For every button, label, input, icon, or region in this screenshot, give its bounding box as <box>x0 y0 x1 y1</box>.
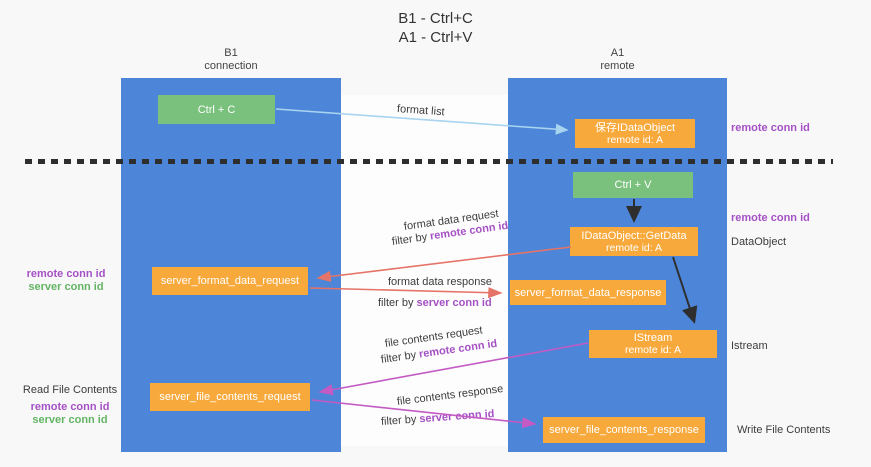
annotation-server-conn-id-left-2: server conn id <box>32 414 108 426</box>
right-column-header: A1 remote <box>508 47 727 73</box>
title-line-1: B1 - Ctrl+C <box>398 10 473 27</box>
node-ctrl-v-label: Ctrl + V <box>614 179 652 191</box>
annotation-read-file-contents: Read File Contents <box>22 384 118 396</box>
node-ctrl-v: Ctrl + V <box>573 172 693 198</box>
node-idataobject-getdata-line1: IDataObject::GetData <box>581 229 687 242</box>
node-istream-line2: remote id: A <box>624 344 682 356</box>
right-column-name: A1 <box>610 47 625 59</box>
right-column-subtitle: remote <box>600 60 635 72</box>
filter-by-text: filter by <box>380 413 417 428</box>
left-column-subtitle: connection <box>204 60 258 72</box>
annotation-remote-conn-id-left-1: remote conn id <box>26 268 106 280</box>
node-ctrl-c: Ctrl + C <box>158 95 275 124</box>
server-conn-id-text: server conn id <box>416 297 492 309</box>
filter-by-text: filter by <box>378 297 414 309</box>
annotation-remote-conn-id-mid-right: remote conn id <box>731 212 810 224</box>
diagram-title: B1 - Ctrl+C A1 - Ctrl+V <box>0 9 871 47</box>
node-server-file-contents-response: server_file_contents_response <box>543 417 705 443</box>
node-idataobject-getdata-line2: remote id: A <box>605 241 663 254</box>
boundary-dashed-line <box>25 159 833 164</box>
node-idataobject-getdata: IDataObject::GetData remote id: A <box>570 227 698 256</box>
node-server-format-data-request-label: server_format_data_request <box>160 275 300 287</box>
node-server-format-data-response-label: server_format_data_response <box>514 286 662 299</box>
left-column-name: B1 <box>224 47 238 59</box>
node-save-idataobject-line1: 保存IDataObject <box>594 121 676 134</box>
annotation-istream: Istream <box>731 340 768 352</box>
node-istream-line1: IStream <box>633 332 673 344</box>
node-istream: IStream remote id: A <box>589 330 717 358</box>
node-server-file-contents-response-label: server_file_contents_response <box>549 424 699 436</box>
node-server-file-contents-request: server_file_contents_request <box>150 383 310 411</box>
annotation-left-read-block: Read File Contents remote conn id server… <box>20 384 120 427</box>
node-save-idataobject: 保存IDataObject remote id: A <box>575 119 695 148</box>
annotation-server-conn-id-left-1: server conn id <box>28 281 104 293</box>
label-format-data-response: format data response <box>388 276 492 288</box>
title-line-2: A1 - Ctrl+V <box>398 29 473 46</box>
node-ctrl-c-label: Ctrl + C <box>197 103 236 116</box>
node-server-file-contents-request-label: server_file_contents_request <box>159 391 301 403</box>
node-server-format-data-request: server_format_data_request <box>152 267 308 295</box>
annotation-write-file-contents: Write File Contents <box>737 424 831 436</box>
node-server-format-data-response: server_format_data_response <box>510 280 666 305</box>
annotation-dataobject: DataObject <box>731 236 787 248</box>
annotation-remote-conn-id-top-right: remote conn id <box>731 122 810 134</box>
node-save-idataobject-line2: remote id: A <box>606 133 664 146</box>
annotation-remote-conn-id-left-2: remote conn id <box>30 401 110 413</box>
annotation-left-conn-ids-top: remote conn id server conn id <box>20 268 112 294</box>
left-column-header: B1 connection <box>121 47 341 73</box>
